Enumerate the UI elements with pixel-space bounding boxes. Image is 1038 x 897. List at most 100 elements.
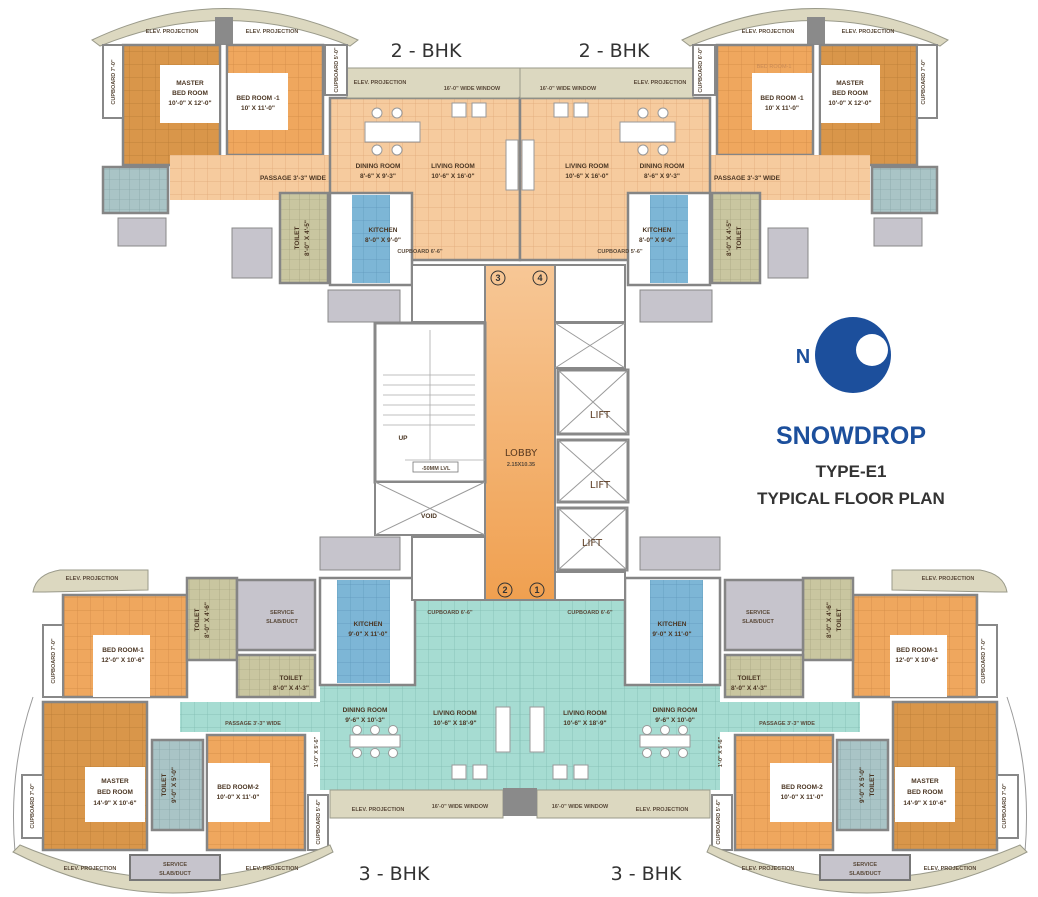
units-top-right-elev2-label: ELEV. PROJECTION (742, 29, 795, 35)
units-top-right-bed1-name-label: BED ROOM -1 (760, 95, 804, 102)
core-lifts-1-label: LIFT (590, 480, 611, 491)
units-bottom-left-bed1-dims-label: 12'-0" X 10'-6" (101, 657, 144, 664)
units-top-right-cupboard-a-label: CUPBOARD 7'-0" (921, 59, 927, 105)
building-core (373, 264, 630, 601)
utility-room (411, 536, 486, 601)
units-top-right-dining-dims-label: 8'-6" X 9'-3" (644, 173, 680, 180)
units-top-right-kitchen-name-label: KITCHEN (643, 227, 672, 234)
units-bottom-right-cupboard-m-label: CUPBOARD 7'-0" (1002, 783, 1008, 829)
armchair (451, 764, 467, 780)
toilet-floor (185, 576, 239, 662)
units-bottom-left-elev1-label: ELEV. PROJECTION (66, 576, 119, 582)
curved-facade (12, 696, 34, 853)
units-top-left-kitchen-dims-label: 8'-0" X 9'-0" (365, 237, 401, 244)
units-top-right-elev3-label: ELEV. PROJECTION (634, 80, 687, 86)
units-bottom-left-living-name-label: LIVING ROOM (433, 710, 477, 717)
units-bottom-left-cupboard-c-label: CUPBOARD 6'-6" (427, 610, 473, 616)
cupboard (42, 624, 64, 698)
units-bottom-right-service-b-1-label: SLAB/DUCT (849, 871, 881, 877)
armchair (471, 102, 487, 118)
units-bottom-left-service-b-0-label: SERVICE (163, 862, 187, 868)
units-bottom-left-master-dims-label: 14'-9" X 10'-6" (93, 800, 136, 807)
chair (391, 107, 403, 119)
units-bottom-left-cupboard-a-label: CUPBOARD 7'-0" (51, 638, 57, 684)
units-bottom-right-heading-label: 3 - BHK (611, 863, 682, 885)
units-top-left-bed1-dims-label: 10' X 11'-0" (241, 105, 275, 112)
flat-1-marker (529, 582, 545, 598)
units-top-left-toilet-name-label: TOILET (294, 226, 301, 249)
units-bottom-right-master-name2-label: BED ROOM (907, 789, 943, 796)
units-top-right-bed1-tag-label: BED ROOM-1 (757, 64, 792, 70)
utility-room (411, 264, 486, 323)
cupboard (21, 774, 44, 839)
units-bottom-right-master-dims-label: 14'-9" X 10'-6" (903, 800, 946, 807)
units-bottom-left-master-name2-label: BED ROOM (97, 789, 133, 796)
core-void-label: VOID (421, 513, 437, 520)
units-top-right-elev1-label: ELEV. PROJECTION (842, 29, 895, 35)
toilet-floor (150, 738, 205, 832)
units-bottom-right-elev4-label: ELEV. PROJECTION (636, 807, 689, 813)
units-bottom-left-toilet-a-name-label: TOILET (194, 608, 201, 631)
units-bottom-left-toilet-b-dims-label: 8'-0" X 4'-3" (273, 685, 309, 692)
units-top-left-passage-label: PASSAGE 3'-3" WIDE (260, 175, 327, 182)
units-bottom-right-toilet-a-dims-label: 8'-0" X 4'-6" (826, 602, 833, 638)
units-bottom-left-toilet-c-dims-label: 9'-0" X 5'-0" (171, 767, 178, 803)
units-top-right-master-name2-label: BED ROOM (832, 90, 868, 97)
units-top-right-living-name-label: LIVING ROOM (565, 163, 609, 170)
label-box (160, 65, 219, 123)
units-top-left-elev3-label: ELEV. PROJECTION (354, 80, 407, 86)
label-box (208, 763, 270, 822)
chair (371, 107, 383, 119)
units-top-right-bed1-dims-label: 10' X 11'-0" (765, 105, 799, 112)
units-top-right-master-name1-label: MASTER (836, 80, 864, 87)
units-top-right-toilet-name-label: TOILET (736, 226, 743, 249)
dining-table (349, 734, 401, 748)
units-bottom-left-service-b-1-label: SLAB/DUCT (159, 871, 191, 877)
units-top-left-living-name-label: LIVING ROOM (431, 163, 475, 170)
units-top-right-kitchen-dims-label: 8'-0" X 9'-0" (639, 237, 675, 244)
north-arrow-icon (815, 317, 891, 393)
service-slab (319, 536, 401, 571)
units-bottom-right-master-name1-label: MASTER (911, 778, 939, 785)
elevation-projection-arc (12, 844, 334, 894)
units-bottom-right-toilet-a-name-label: TOILET (836, 608, 843, 631)
service-duct (117, 217, 167, 247)
dining-table (364, 121, 421, 143)
toilet-floor (235, 653, 317, 699)
units-bottom-right-toilet-b-dims-label: 8'-0" X 4'-3" (731, 685, 767, 692)
units-top-right-heading-label: 2 - BHK (579, 40, 650, 62)
units-bottom-right-bed1-dims-label: 12'-0" X 10'-6" (895, 657, 938, 664)
service-duct (231, 227, 273, 279)
label-box (228, 73, 288, 130)
units-top-left-toilet-dims-label: 8'-0" X 4'-5" (304, 220, 311, 256)
chair (388, 748, 398, 758)
units-bottom-right-service-b-0-label: SERVICE (853, 862, 877, 868)
core-flats-1-label: 2 (502, 585, 507, 595)
title-type-label: TYPE-E1 (816, 462, 887, 481)
sofa (495, 706, 511, 753)
units-bottom-left-heading-label: 3 - BHK (359, 863, 430, 885)
pillar (503, 788, 520, 816)
label-box (85, 767, 145, 822)
units-bottom-right-service-a-1-label: SLAB/DUCT (742, 619, 774, 625)
units-bottom-right-elev1-label: ELEV. PROJECTION (922, 576, 975, 582)
core-lobby-dims-label: 2.15X10.35 (507, 462, 535, 468)
core-flats-0-label: 1 (534, 585, 539, 595)
service-slab (235, 578, 317, 652)
level-box (412, 461, 459, 473)
units-top-right-passage-label: PASSAGE 3'-3" WIDE (714, 175, 781, 182)
units-bottom-left-cupboard-d-label: CUPBOARD 5'-6" (316, 799, 322, 845)
chair (391, 144, 403, 156)
utility-room (554, 264, 626, 323)
core-lobby-label: LOBBY (505, 448, 538, 459)
left-half-units (12, 8, 522, 894)
units-bottom-left-service-a-0-label: SERVICE (270, 610, 294, 616)
lift-cross (557, 439, 629, 503)
units-top-right-cupboard-b-label: CUPBOARD 6'-0" (698, 47, 704, 93)
chair (352, 725, 362, 735)
units-bottom-left-bed1-name-label: BED ROOM-1 (102, 647, 144, 654)
cupboard (324, 44, 348, 96)
units-bottom-right-dining-name-label: DINING ROOM (653, 707, 698, 714)
label-box (93, 635, 150, 697)
units-bottom-left-passage-label: PASSAGE 3'-3" WIDE (225, 721, 281, 727)
